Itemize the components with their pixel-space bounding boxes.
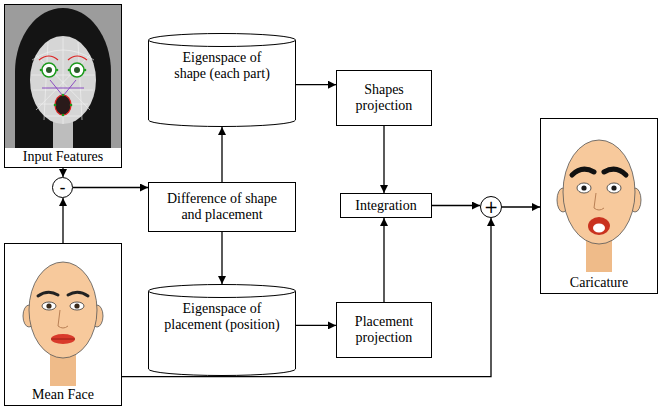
photo-mouth (55, 95, 71, 115)
photo-eye (42, 63, 56, 77)
eigenspace-cylinder: Eigenspace of shape (each part) (148, 33, 296, 127)
cylinder-body (149, 291, 296, 376)
flow-arrow (221, 232, 222, 284)
caricature-box: Caricature (540, 118, 658, 294)
photo-nose-marks (42, 80, 84, 96)
photo-background (5, 5, 121, 149)
photo-landmarks (40, 69, 87, 117)
process-box: Shapes projection (336, 70, 432, 126)
mean-head (29, 262, 97, 358)
photo-mesh (31, 38, 95, 124)
photo-pupil (46, 67, 52, 73)
node-label: Mean Face (5, 386, 121, 405)
flow-arrow (432, 205, 480, 206)
flow-arrow (383, 126, 384, 193)
mean-nose (58, 310, 68, 328)
photo-eye (70, 63, 84, 77)
mean-lip-line (51, 339, 75, 340)
subtract-circle: - (52, 177, 73, 198)
photo-pupil (74, 67, 80, 73)
photo-face (30, 36, 96, 124)
caricature-head (563, 140, 635, 244)
input-image-box: Input Features (4, 4, 122, 168)
flow-arrow (296, 84, 336, 85)
flow-arrow (383, 218, 384, 302)
cylinder-top (149, 285, 296, 298)
cylinder-top (149, 34, 296, 47)
node-label: Eigenspace of placement (position) (160, 301, 284, 333)
add-circle: + (480, 196, 502, 218)
mean-lips (51, 334, 75, 344)
eigenspace-cylinder: Eigenspace of placement (position) (148, 284, 296, 376)
node-label: Placement projection (342, 314, 426, 346)
mean-eye (42, 302, 56, 310)
caricature-iris (581, 185, 586, 190)
mean-iris (74, 303, 79, 308)
mean-face-box: Mean Face (4, 243, 122, 406)
node-label: Eigenspace of shape (each part) (170, 50, 274, 82)
process-box: Integration (340, 193, 432, 218)
operator-symbol: + (484, 199, 498, 216)
node-label: Input Features (5, 148, 121, 167)
flow-arrow (62, 198, 63, 243)
flow-arrow (221, 127, 222, 182)
caricature-nose (594, 193, 604, 210)
flow-arrow (502, 206, 540, 207)
mean-iris (46, 303, 51, 308)
caricature-eyebrows (572, 169, 626, 175)
caricature-teeth (593, 224, 605, 233)
operator-symbol: - (59, 179, 65, 196)
mean-eyebrows (38, 292, 88, 296)
flow-arrow (296, 325, 336, 326)
caricature-mouth (588, 217, 610, 235)
caricature-eye (607, 183, 621, 193)
caricature-iris (611, 185, 616, 190)
photo-brow-marks (39, 56, 87, 60)
flow-arrow (62, 168, 63, 177)
caricature-eye (577, 183, 591, 193)
node-label: Difference of shape and placement (160, 191, 284, 223)
cylinder-body (149, 40, 296, 127)
node-label: Shapes projection (342, 82, 426, 114)
flow-arrow (122, 218, 491, 377)
node-label: Caricature (541, 274, 657, 293)
mean-eye (70, 302, 84, 310)
process-box: Difference of shape and placement (148, 182, 296, 232)
node-label: Integration (343, 198, 429, 214)
flow-arrow (73, 187, 148, 188)
process-box: Placement projection (336, 302, 432, 358)
